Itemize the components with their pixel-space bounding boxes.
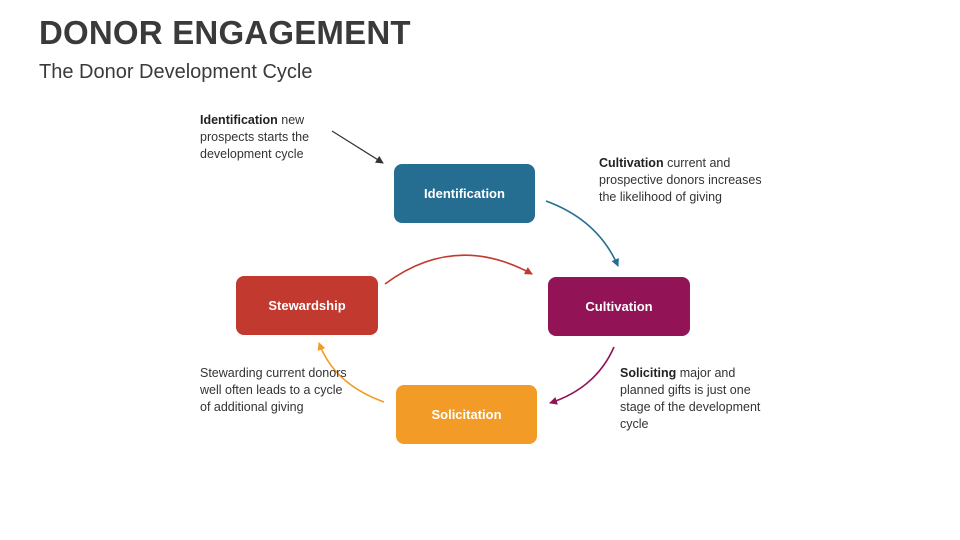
solicitation-note-text: major and planned gifts is just one stag… — [620, 366, 761, 431]
cultivation-label: Cultivation — [585, 299, 653, 314]
stewardship-note-text: Stewarding current donors well often lea… — [200, 366, 347, 414]
identification-note-bold: Identification — [200, 113, 278, 127]
solicitation-box: Solicitation — [396, 385, 537, 444]
stewardship-note: Stewarding current donors well often lea… — [200, 365, 350, 416]
cultivation-note-bold: Cultivation — [599, 156, 664, 170]
solicitation-label: Solicitation — [431, 407, 502, 422]
identification-label: Identification — [424, 186, 505, 201]
arrow-stewardship-to-identification — [384, 254, 533, 285]
identification-note-text: new prospects starts the development cyc… — [200, 113, 310, 161]
cultivation-note-text: current and prospective donors increases… — [599, 156, 762, 204]
pointer-arrow-identification — [331, 130, 384, 164]
stewardship-label: Stewardship — [268, 298, 346, 313]
page-subtitle: The Donor Development Cycle — [39, 61, 313, 83]
arrow-cultivation-to-solicitation — [549, 346, 615, 405]
cultivation-box: Cultivation — [548, 277, 690, 336]
solicitation-note: Soliciting major and planned gifts is ju… — [620, 365, 770, 433]
stewardship-box: Stewardship — [236, 276, 378, 335]
cultivation-note: Cultivation current and prospective dono… — [599, 155, 769, 206]
arrow-identification-to-cultivation — [545, 200, 619, 267]
arrow-solicitation-to-stewardship — [317, 342, 385, 403]
solicitation-note-bold: Soliciting — [620, 366, 677, 380]
identification-note: Identification new prospects starts the … — [200, 112, 340, 163]
identification-box: Identification — [394, 164, 535, 223]
page-title: DONOR ENGAGEMENT — [39, 14, 411, 51]
